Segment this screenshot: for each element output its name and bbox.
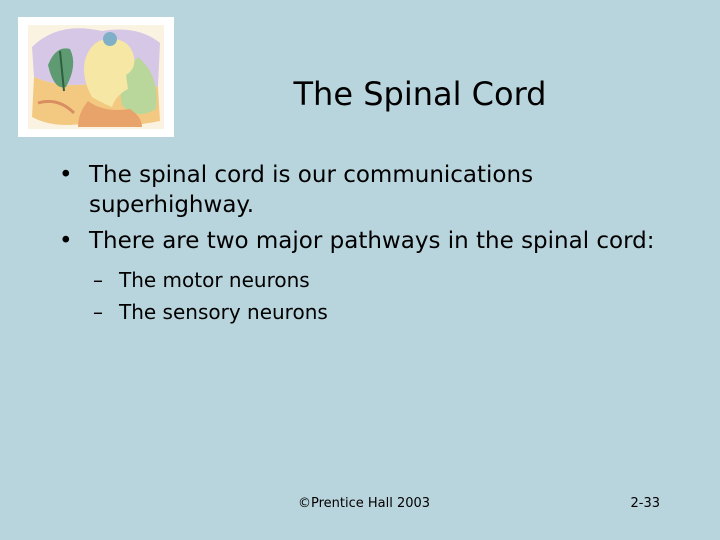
head-clipart-icon <box>18 17 174 137</box>
bullet-text: There are two major pathways in the spin… <box>89 228 655 254</box>
bullet-marker: • <box>59 228 73 254</box>
bullet-item: • There are two major pathways in the sp… <box>55 226 675 256</box>
sub-bullet-text: The sensory neurons <box>119 300 328 324</box>
sub-bullet-item: – The motor neurons <box>55 264 675 296</box>
bullet-marker: • <box>59 162 73 188</box>
bullet-item: • The spinal cord is our communications … <box>55 160 675 220</box>
sub-bullet-text: The motor neurons <box>119 268 310 292</box>
slide-body: • The spinal cord is our communications … <box>55 160 675 328</box>
sub-bullet-list: – The motor neurons – The sensory neuron… <box>55 264 675 328</box>
page-number: 2-33 <box>630 496 660 511</box>
slide-title: The Spinal Cord <box>293 75 547 113</box>
sub-bullet-marker: – <box>93 268 103 292</box>
sub-bullet-item: – The sensory neurons <box>55 296 675 328</box>
sub-bullet-marker: – <box>93 300 103 324</box>
slide-footer: ©Prentice Hall 2003 <box>298 496 431 511</box>
bullet-text: The spinal cord is our communications su… <box>89 162 534 218</box>
